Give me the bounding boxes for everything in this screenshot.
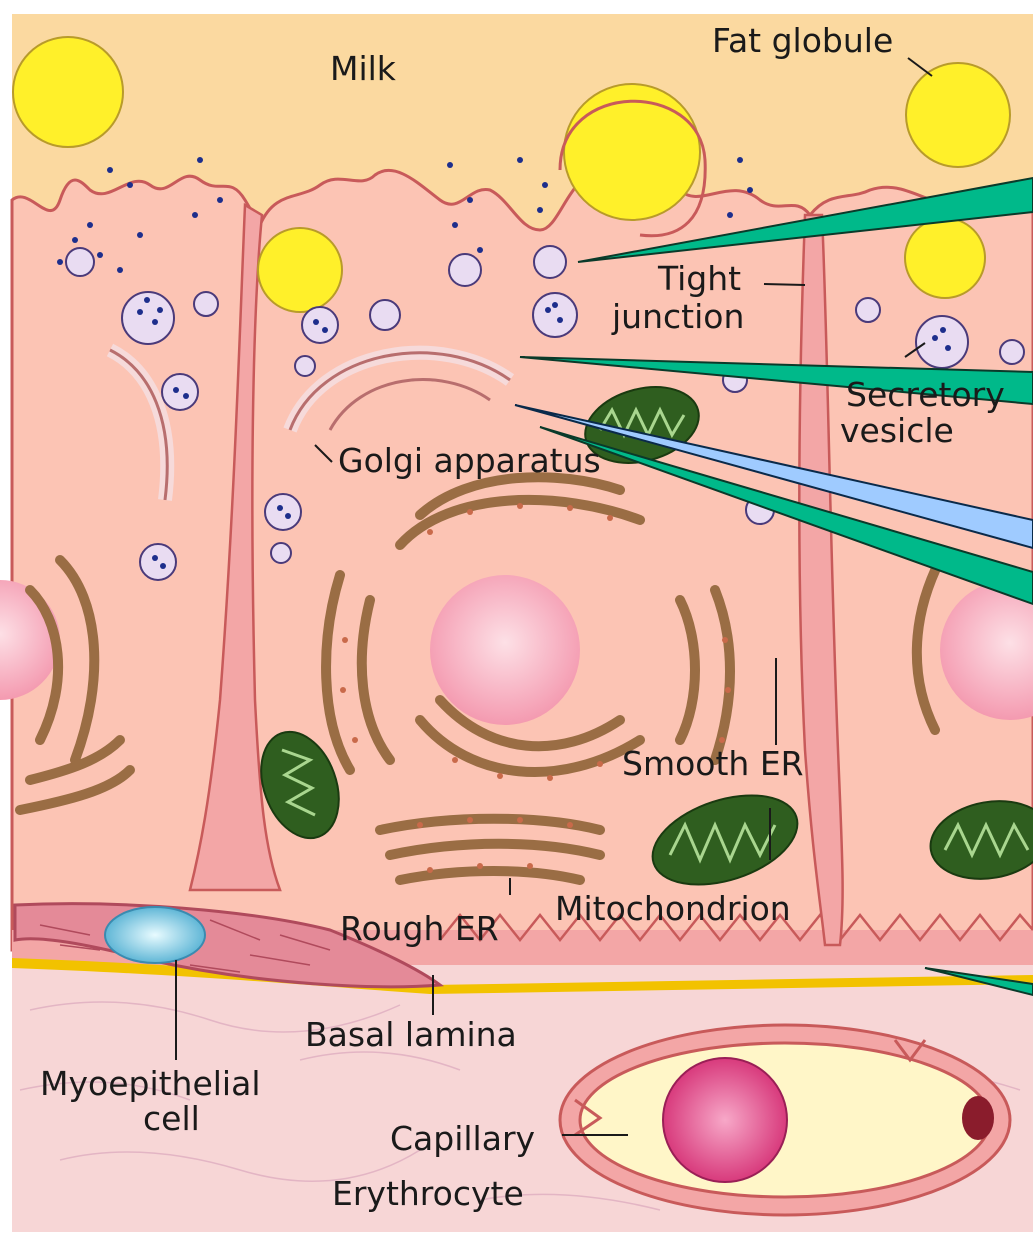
label-vesicle: vesicle (840, 411, 954, 450)
label-basal-lamina: Basal lamina (305, 1015, 517, 1054)
label-rough-er: Rough ER (340, 909, 499, 948)
label-myoepithelial: Myoepithelial (40, 1064, 261, 1103)
label-tight: Tight (657, 259, 741, 298)
label-secretory: Secretory (846, 375, 1005, 414)
label-golgi-apparatus: Golgi apparatus (338, 441, 601, 480)
label-capillary: Capillary (390, 1119, 535, 1158)
label-mitochondrion: Mitochondrion (555, 889, 791, 928)
label-erythrocyte: Erythrocyte (332, 1174, 524, 1213)
label-fat-globule: Fat globule (712, 21, 893, 60)
label-cell: cell (143, 1099, 200, 1138)
label-junction: junction (611, 297, 744, 336)
label-milk: Milk (330, 49, 397, 88)
label-smooth-er: Smooth ER (622, 744, 804, 783)
capillary-shape (560, 1025, 1010, 1215)
